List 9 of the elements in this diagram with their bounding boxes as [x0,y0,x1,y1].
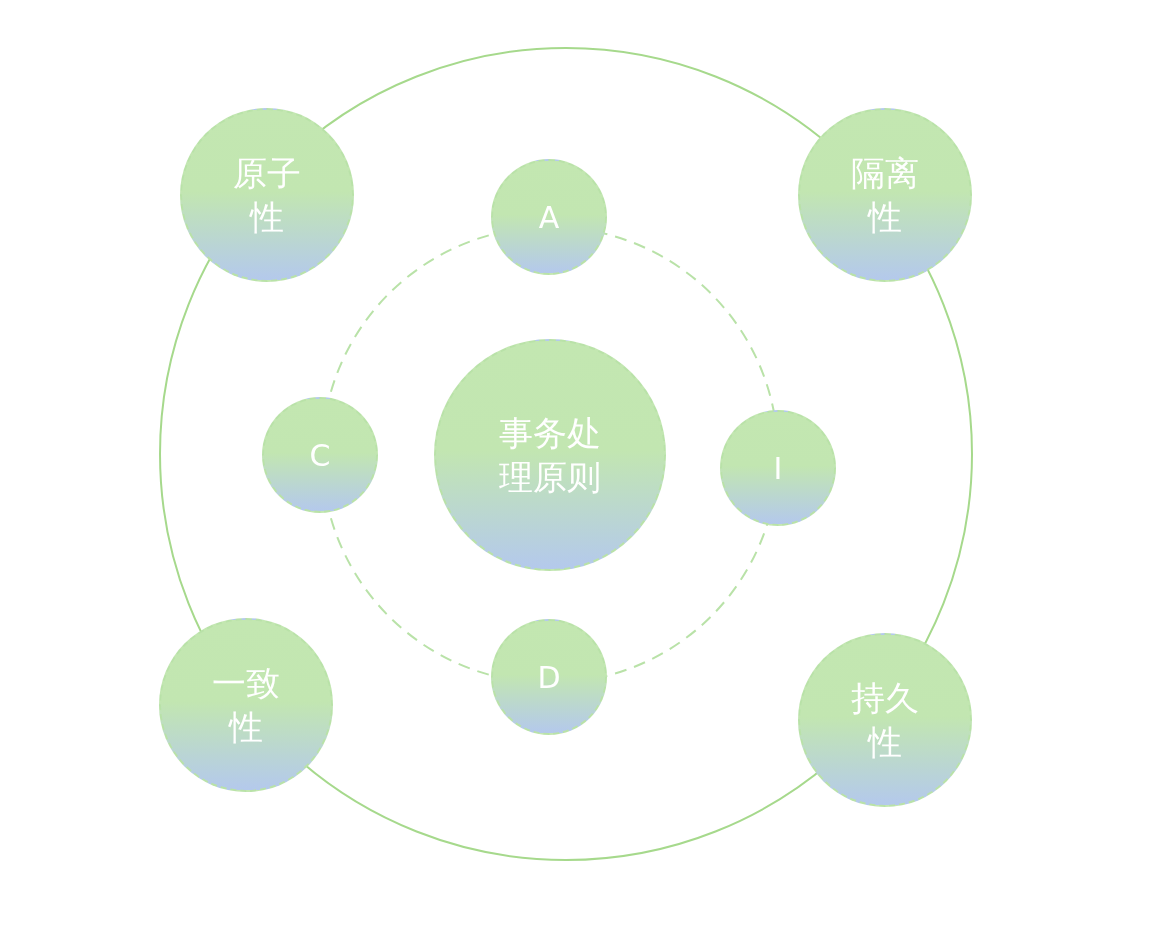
node-label: 原子性 [232,151,302,239]
node-label: C [309,436,331,475]
node-label: D [537,658,561,697]
node-label: A [538,198,560,237]
node-label: 一致性 [211,661,281,749]
node-label: 事务处理原则 [498,411,602,499]
node-label: 隔离性 [850,151,920,239]
node-label: 持久性 [850,676,920,764]
node-label: I [773,449,783,488]
